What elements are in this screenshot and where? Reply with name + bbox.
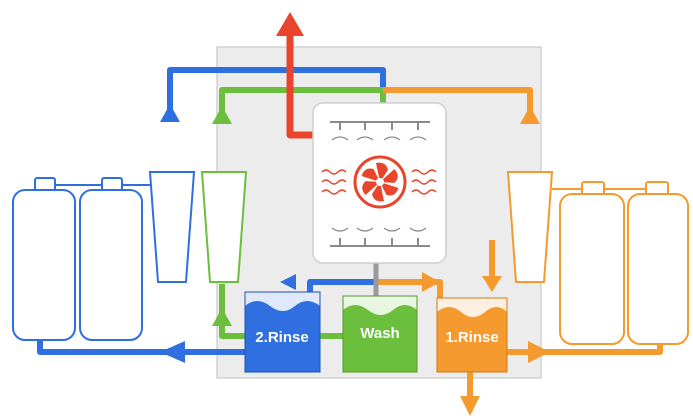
orange-filter [506,171,554,283]
tank-rinse1: 1.Rinse [436,297,508,373]
orange-down-arrow [482,276,502,292]
blue-feed-arrow [280,274,296,290]
heating-wave-icon [321,169,437,195]
blue-filter [148,171,196,283]
tank-wash-label: Wash [360,325,399,342]
green-up-arrow [212,106,232,124]
orange-right-arrow-bottom [528,341,550,363]
tank-rinse1-label: 1.Rinse [445,329,498,346]
left-storage-tanks [12,177,152,341]
spray-nozzle-icon [330,121,430,141]
orange-drain-arrow [460,396,480,416]
blue-up-arrow [160,104,180,122]
red-exhaust-arrow [276,12,304,36]
tank-wash: Wash [342,295,418,373]
orange-up-arrow [520,106,540,124]
tank-rinse2-label: 2.Rinse [255,329,308,346]
blue-left-arrow [160,341,185,363]
green-filter [200,171,248,283]
green-up-arrow-lower [212,308,232,326]
fan-icon [353,155,407,209]
spray-nozzle-icon-bottom [330,227,430,247]
orange-right-arrow [422,272,440,292]
right-storage-tanks [552,181,689,345]
tank-rinse2: 2.Rinse [244,291,321,373]
wash-chamber [312,102,447,264]
red-exhaust-pipe [286,34,318,139]
